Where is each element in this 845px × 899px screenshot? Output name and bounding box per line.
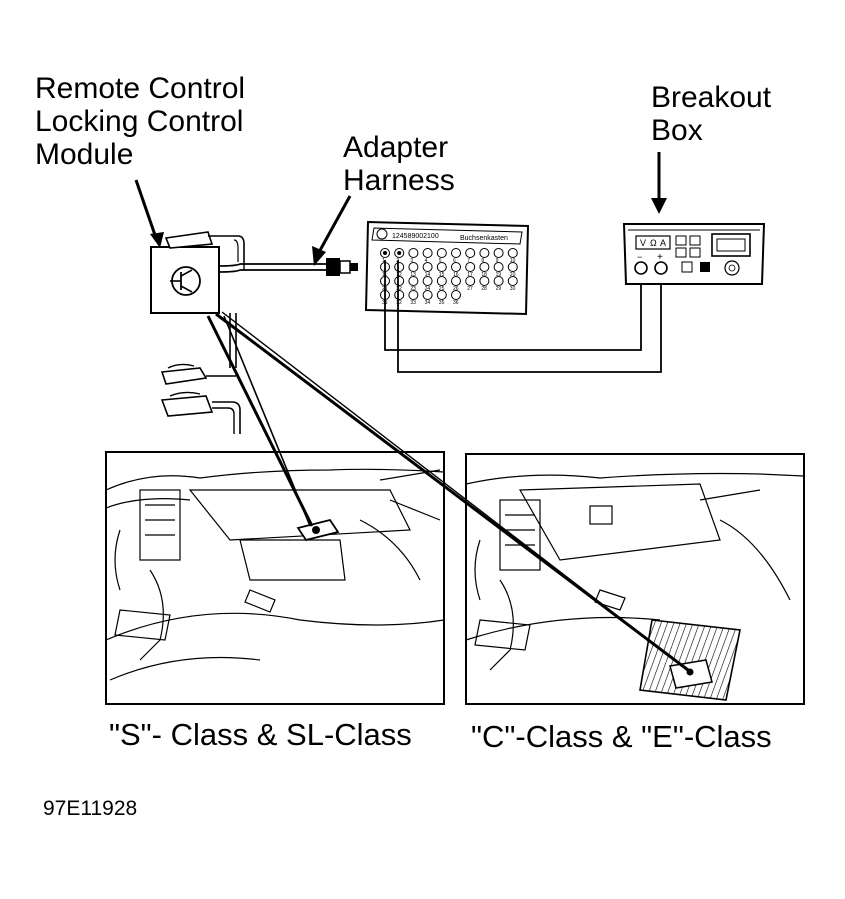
- adapter-label-line2: Harness: [343, 164, 455, 197]
- adapter-pin-socket: [408, 262, 419, 272]
- adapter-pin-socket: [408, 290, 419, 300]
- caption-c-class: "C"-Class & "E"-Class: [471, 719, 772, 754]
- breakout-label-line2: Box: [651, 114, 703, 147]
- module-label-line3: Module: [35, 138, 134, 171]
- panel-c-class: [465, 453, 805, 705]
- adapter-pin-number: 26: [453, 286, 459, 292]
- breakout-box: V Ω A − +: [622, 223, 766, 285]
- adapter-pin-number: 33: [410, 300, 416, 306]
- mode-label-a: A: [660, 238, 666, 248]
- adapter-harness-cable: [218, 258, 358, 276]
- connected-pin-marker: [397, 251, 402, 255]
- adapter-pin-number: 30: [510, 286, 516, 292]
- adapter-pin-number: 28: [481, 286, 487, 292]
- adapter-pin-socket: [493, 262, 504, 272]
- adapter-pin-number: 5: [439, 258, 442, 264]
- adapter-pin-number: 17: [467, 272, 473, 278]
- adapter-pin-socket: [422, 276, 433, 286]
- adapter-pin-socket: [493, 276, 504, 286]
- adapter-pin-number: 16: [453, 272, 459, 278]
- panel-s-class: [105, 451, 445, 705]
- adapter-pin-number: 1: [382, 258, 385, 264]
- adapter-pin-number: 20: [510, 272, 516, 278]
- adapter-pin-number: 8: [481, 258, 484, 264]
- adapter-pin-socket: [479, 276, 490, 286]
- adapter-pin-number: 25: [439, 286, 445, 292]
- adapter-pin-socket: [451, 262, 461, 272]
- adapter-pin-number: 18: [481, 272, 487, 278]
- adapter-pin-socket: [422, 290, 433, 300]
- adapter-pin-number: 23: [410, 286, 416, 292]
- adapter-pin-number: 10: [510, 258, 516, 264]
- adapter-pin-number: 27: [467, 286, 473, 292]
- breakout-arrow: [651, 152, 667, 214]
- adapter-pin-socket: [436, 248, 447, 258]
- adapter-pin-number: 36: [453, 300, 459, 306]
- mode-label-v: V: [640, 238, 646, 248]
- terminal-positive-label: +: [657, 252, 663, 263]
- adapter-box-title: Buchsenkasten: [460, 235, 508, 242]
- adapter-pin-socket: [394, 276, 405, 286]
- adapter-pin-number: 29: [496, 286, 502, 292]
- terminal-negative-label: −: [637, 252, 642, 262]
- module-arrow: [134, 179, 164, 248]
- adapter-pin-number: 4: [425, 258, 428, 264]
- adapter-pin-socket: [408, 276, 419, 286]
- adapter-pin-socket: [465, 262, 476, 272]
- adapter-pin-socket: [465, 276, 476, 286]
- adapter-pin-number: 3: [410, 258, 413, 264]
- adapter-pin-socket: [493, 248, 504, 258]
- adapter-pin-socket: [507, 262, 518, 272]
- adapter-pin-socket: [394, 262, 405, 272]
- figure-id: 97E11928: [43, 797, 138, 820]
- adapter-pin-socket: [479, 248, 490, 258]
- mode-label-ohm: Ω: [650, 238, 657, 248]
- test-leads: [384, 260, 662, 373]
- adapter-pin-socket: [436, 290, 447, 300]
- adapter-pin-socket: [451, 276, 461, 286]
- control-module: [150, 231, 245, 314]
- location-leader-lines: [206, 311, 689, 672]
- adapter-pin-number: 14: [425, 272, 431, 278]
- adapter-pin-socket: [451, 290, 461, 300]
- adapter-pin-socket: [436, 262, 447, 272]
- adapter-pin-socket: [479, 262, 490, 272]
- adapter-pin-number: 13: [410, 272, 416, 278]
- adapter-pin-number: 12: [396, 272, 402, 278]
- caption-s-class: "S"- Class & SL-Class: [109, 717, 412, 752]
- adapter-pin-socket: [422, 262, 433, 272]
- adapter-box-part-number: 124589002100: [392, 233, 439, 240]
- spare-connectors: [160, 313, 241, 434]
- adapter-pin-socket: [422, 248, 433, 258]
- adapter-pin-socket: [507, 248, 518, 258]
- adapter-label-line1: Adapter: [343, 131, 449, 164]
- adapter-pin-number: 7: [467, 258, 470, 264]
- adapter-pin-number: 9: [496, 258, 499, 264]
- adapter-pin-number: 24: [425, 286, 431, 292]
- adapter-pin-socket: [394, 290, 405, 300]
- adapter-pin-socket: [436, 276, 447, 286]
- adapter-pin-number: 19: [496, 272, 502, 278]
- adapter-arrow: [312, 195, 352, 266]
- module-label-line2: Locking Control: [35, 105, 244, 138]
- connected-pin-marker: [383, 251, 387, 255]
- adapter-pin-socket: [451, 248, 461, 258]
- adapter-pin-number: 6: [453, 258, 456, 264]
- adapter-pin-socket: [507, 276, 518, 286]
- module-label-line1: Remote Control: [35, 72, 246, 105]
- breakout-label-line1: Breakout: [651, 81, 772, 114]
- adapter-pin-socket: [408, 248, 419, 258]
- adapter-pin-number: 22: [396, 286, 402, 292]
- adapter-pin-number: 32: [396, 300, 402, 306]
- adapter-pin-number: 34: [425, 300, 431, 306]
- adapter-pin-number: 15: [439, 272, 445, 278]
- adapter-pin-socket: [465, 248, 476, 258]
- adapter-pin-number: 35: [439, 300, 445, 306]
